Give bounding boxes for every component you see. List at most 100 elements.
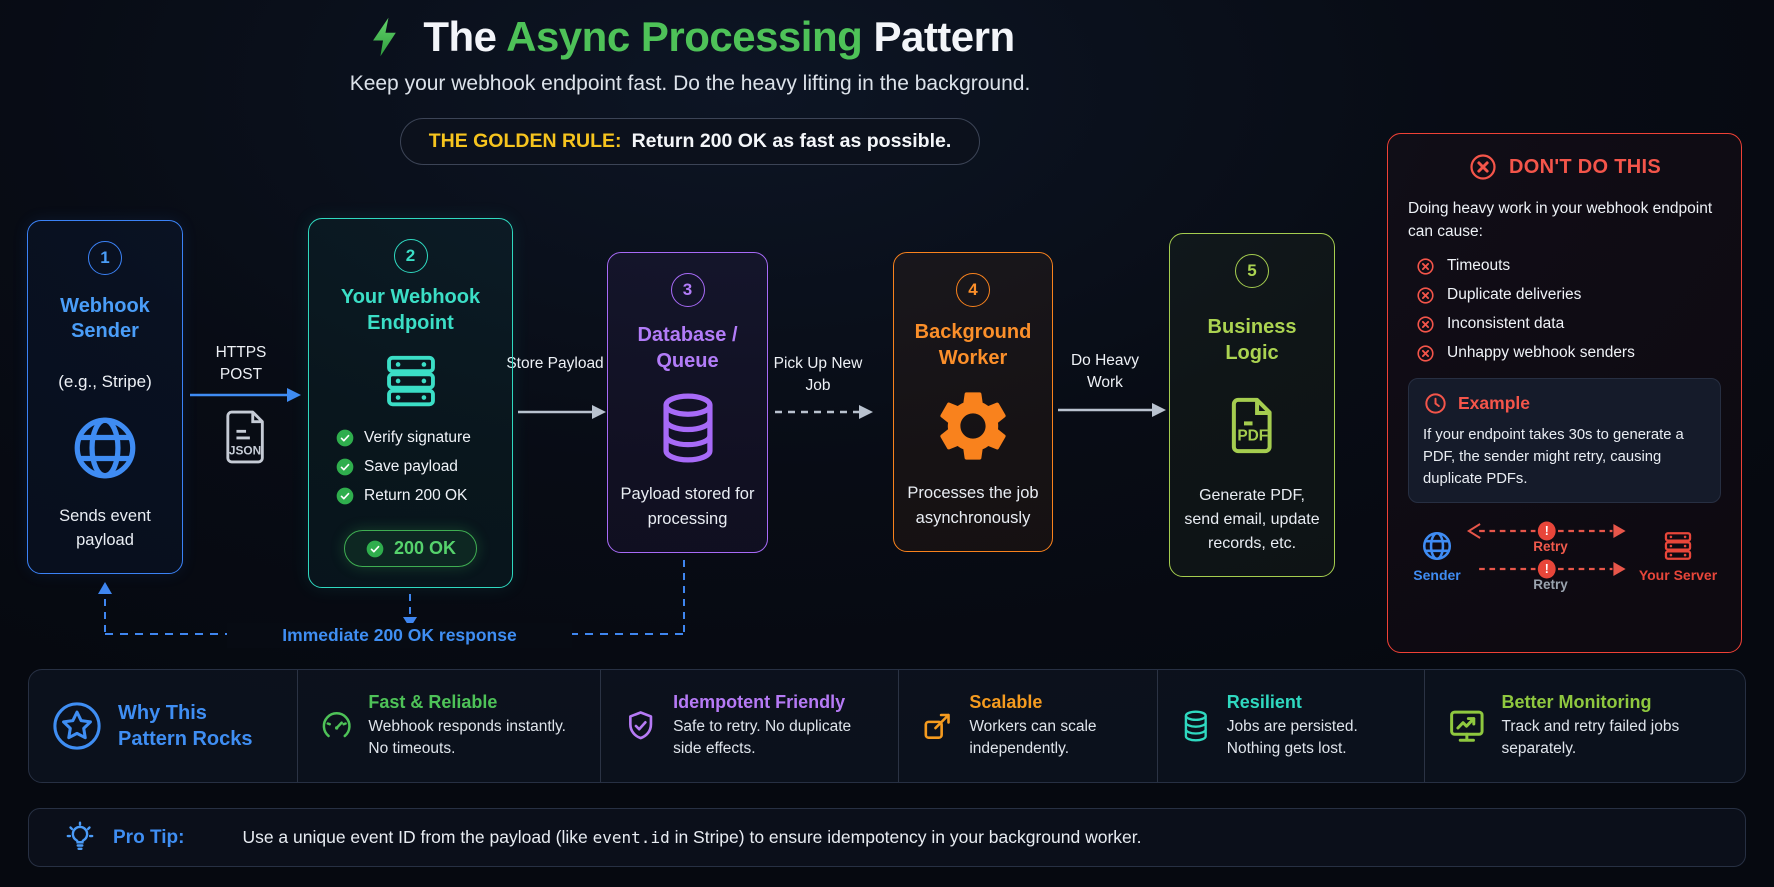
pdf-file-icon: PDF <box>1231 397 1272 454</box>
server-label: Your Server <box>1638 567 1718 584</box>
svg-text:!: ! <box>1545 562 1549 576</box>
page-subtitle: Keep your webhook endpoint fast. Do the … <box>349 72 1031 95</box>
endpoint-checklist: Verify signature Save payload Return 200… <box>319 428 502 506</box>
consequence-list: Timeouts Duplicate deliveries Inconsiste… <box>1408 257 1721 363</box>
step-number: 4 <box>956 273 990 307</box>
box-caption: Payload stored for processing <box>620 485 755 529</box>
checklist-label: Return 200 OK <box>364 487 468 505</box>
star-circle-icon <box>53 702 101 750</box>
box-title: Your Webhook Endpoint <box>340 286 481 334</box>
lightning-bolt-icon <box>373 17 397 57</box>
x-circle-icon <box>1417 257 1434 275</box>
list-item: Unhappy webhook senders <box>1416 344 1721 363</box>
x-circle-icon <box>1470 154 1496 180</box>
sender-label: Sender <box>1413 567 1461 584</box>
feature-idempotent: Idempotent Friendly Safe to retry. No du… <box>601 670 900 782</box>
dont-do-this-panel: DON'T DO THIS Doing heavy work in your w… <box>1387 133 1742 653</box>
svg-text:!: ! <box>1545 524 1549 538</box>
server-icon <box>1664 532 1692 560</box>
step-number: 1 <box>88 241 122 275</box>
feature-monitoring: Better Monitoring Track and retry failed… <box>1425 670 1745 782</box>
json-file-icon: JSON <box>226 410 264 464</box>
header: The Async Processing Pattern Keep your w… <box>0 12 1380 165</box>
flow-box-database-queue: 3 Database / Queue Payload stored for pr… <box>607 252 768 553</box>
step-number: 2 <box>393 239 428 273</box>
feature-resilient: Resilient Jobs are persisted. Nothing ge… <box>1158 670 1425 782</box>
feature-title: Better Monitoring <box>1501 691 1652 712</box>
retry-label-1: Retry <box>1533 539 1568 555</box>
step-number: 3 <box>670 273 705 307</box>
return-path-label: Immediate 200 OK response <box>227 623 572 648</box>
list-item-label: Unhappy webhook senders <box>1447 344 1635 361</box>
feature-scalable: Scalable Workers can scale independently… <box>899 670 1159 782</box>
step-number: 5 <box>1235 254 1269 288</box>
box-caption: Generate PDF, send email, update records… <box>1184 487 1320 552</box>
feature-title: Idempotent Friendly <box>673 691 846 712</box>
box-title: Database / Queue <box>637 324 738 372</box>
checklist-item: Return 200 OK <box>335 486 502 506</box>
x-circle-icon <box>1417 315 1434 333</box>
inline-code: event.id <box>592 828 670 847</box>
check-circle-icon <box>366 540 384 557</box>
flow-box-webhook-sender: 1 Webhook Sender (e.g., Stripe) Sends ev… <box>27 220 183 574</box>
flow-box-business-logic: 5 Business Logic PDF Generate PDF, send … <box>1169 233 1335 577</box>
panel-intro: Doing heavy work in your webhook endpoin… <box>1408 200 1713 241</box>
globe-icon <box>1422 532 1452 561</box>
example-box: Example If your endpoint takes 30s to ge… <box>1408 377 1721 504</box>
retry-label-2: Retry <box>1533 577 1568 593</box>
svg-text:PDF: PDF <box>1237 428 1268 445</box>
monitor-chart-icon <box>1449 710 1484 742</box>
server-node: Your Server <box>1635 529 1721 583</box>
panel-header: DON'T DO THIS <box>1408 152 1721 182</box>
box-title: Business Logic <box>1207 315 1297 364</box>
checklist-item: Verify signature <box>335 428 502 448</box>
retry-diagram: Sender ! ! Retry Retry <box>1408 513 1721 599</box>
check-circle-icon <box>336 458 354 476</box>
benefits-title: Why This Pattern Rocks <box>118 702 253 750</box>
flow-box-background-worker: 4 Background Worker Processes the job as… <box>893 252 1053 552</box>
list-item-label: Inconsistent data <box>1447 315 1565 332</box>
shield-check-icon <box>628 711 653 740</box>
feature-desc: Webhook responds instantly. No timeouts. <box>368 717 566 757</box>
pro-tip-bar: Pro Tip: Use a unique event ID from the … <box>28 808 1746 867</box>
pro-tip-label: Pro Tip: <box>113 826 185 848</box>
example-title: Example <box>1458 392 1530 413</box>
database-icon <box>662 393 713 463</box>
box-title: Webhook Sender <box>60 294 150 343</box>
feature-desc: Safe to retry. No duplicate side effects… <box>673 717 852 757</box>
panel-title: DON'T DO THIS <box>1509 155 1661 178</box>
benefits-lead: Why This Pattern Rocks <box>29 670 299 782</box>
box-caption: Sends event payload <box>59 506 151 550</box>
benefits-bar: Why This Pattern Rocks Fast & Reliable W… <box>28 669 1746 783</box>
retry-arrows-graphic: ! ! <box>1466 521 1626 579</box>
box-caption: Processes the job asynchronously <box>907 484 1039 528</box>
arrow-label-https-post: HTTPS POST <box>215 344 267 384</box>
box-subtitle: (e.g., Stripe) <box>58 371 152 391</box>
status-badge-200-ok: 200 OK <box>343 530 478 567</box>
example-text: If your endpoint takes 30s to generate a… <box>1423 426 1684 487</box>
list-item: Timeouts <box>1416 257 1721 276</box>
feature-fast-reliable: Fast & Reliable Webhook responds instant… <box>298 670 601 782</box>
checklist-label: Save payload <box>364 458 458 476</box>
golden-rule-banner: THE GOLDEN RULE: Return 200 OK as fast a… <box>399 118 981 165</box>
x-circle-icon <box>1417 286 1434 304</box>
scale-arrow-icon <box>924 713 951 739</box>
feature-desc: Jobs are persisted. Nothing gets lost. <box>1226 717 1358 757</box>
arrow-label-pick-up-new-job: Pick Up New Job <box>773 355 863 395</box>
feature-desc: Workers can scale independently. <box>969 717 1097 757</box>
feature-title: Scalable <box>969 691 1043 712</box>
checklist-item: Save payload <box>335 457 502 477</box>
feature-title: Resilient <box>1226 691 1302 712</box>
check-circle-icon <box>336 429 354 447</box>
badge-label: 200 OK <box>393 538 457 558</box>
svg-text:JSON: JSON <box>229 443 261 457</box>
retry-arrows: ! ! Retry Retry <box>1466 513 1635 599</box>
list-item: Duplicate deliveries <box>1416 286 1721 305</box>
pro-tip-text: Use a unique event ID from the payload (… <box>242 827 1142 847</box>
golden-rule-label: THE GOLDEN RULE: <box>428 130 622 152</box>
box-title: Background Worker <box>914 321 1032 369</box>
check-circle-icon <box>336 487 354 505</box>
database-icon <box>1184 710 1208 742</box>
list-item-label: Duplicate deliveries <box>1447 286 1582 303</box>
